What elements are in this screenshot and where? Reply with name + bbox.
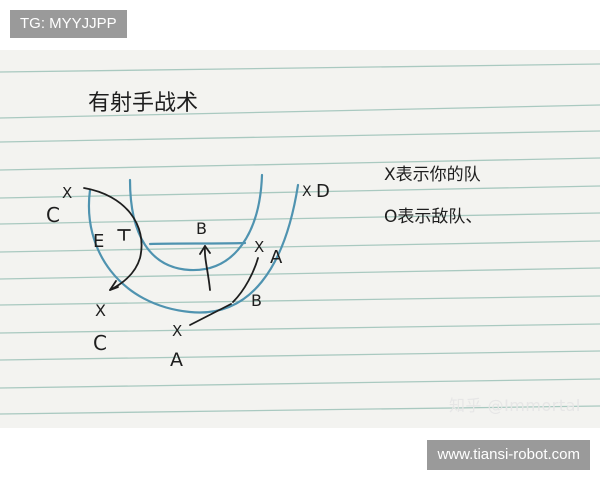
- legend-line-1: X表示你的队: [384, 165, 481, 185]
- label-x-d: X: [302, 184, 312, 200]
- label-c-top: C: [46, 203, 60, 227]
- site-url-badge: www.tiansi-robot.com: [427, 440, 590, 470]
- label-x-c-low: X: [95, 301, 106, 320]
- label-a-low: A: [170, 349, 183, 371]
- label-b-mid: B: [196, 219, 207, 238]
- label-b-low: B: [251, 291, 262, 310]
- legend-line-2: O表示敌队、: [384, 207, 482, 227]
- note-title: 有射手战术: [88, 91, 198, 116]
- tg-tag: TG: MYYJJPP: [10, 10, 127, 38]
- zhihu-watermark: 知乎 @Immortal: [449, 396, 581, 415]
- label-x-top: X: [62, 184, 72, 202]
- label-x-a-low: X: [172, 322, 182, 340]
- label-a-right: A: [270, 247, 283, 268]
- play-arrows: [83, 187, 259, 326]
- label-d: D: [316, 181, 330, 202]
- label-e: E: [93, 231, 104, 252]
- label-c-low: C: [93, 331, 107, 355]
- label-x-a-right: X: [254, 238, 264, 256]
- ruled-lines: [0, 63, 600, 415]
- court-lines: [87, 173, 300, 314]
- paper-background: [0, 50, 600, 428]
